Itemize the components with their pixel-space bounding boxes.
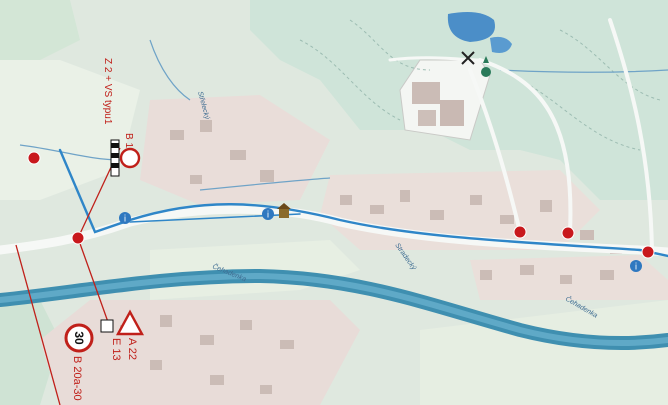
forest-area-southwest bbox=[0, 300, 60, 405]
red-marker bbox=[641, 245, 655, 259]
mill-building-2 bbox=[440, 100, 464, 126]
svg-text:i: i bbox=[635, 263, 638, 273]
info-icon[interactable]: i bbox=[262, 208, 274, 221]
info-icon[interactable]: i bbox=[119, 212, 131, 225]
streams bbox=[19, 39, 668, 191]
info-icon[interactable]: i bbox=[630, 260, 642, 273]
barrier-stripes bbox=[111, 143, 119, 168]
sign-b1: B 1 Z 2 + VS typu1 bbox=[102, 58, 141, 177]
warning-sign-icon bbox=[115, 309, 145, 336]
sign-b20a: 30 B 20a-30 bbox=[64, 323, 94, 401]
builtup-area-south bbox=[40, 300, 360, 405]
pond-small bbox=[490, 36, 512, 53]
red-marker bbox=[27, 151, 41, 165]
pond-north bbox=[447, 12, 495, 42]
sign-b1-note: Z 2 + VS typu1 bbox=[102, 58, 113, 125]
red-markers[interactable] bbox=[27, 151, 655, 259]
sign-a22-code: A 22 bbox=[126, 338, 138, 360]
forest-area-northwest bbox=[0, 0, 80, 60]
sign-b20a-speed: 30 bbox=[72, 331, 86, 345]
river-highlight bbox=[0, 272, 668, 346]
svg-text:i: i bbox=[267, 211, 270, 221]
mill-building-3 bbox=[418, 110, 436, 126]
red-marker bbox=[71, 231, 85, 245]
red-marker bbox=[561, 226, 575, 240]
mill-icon bbox=[461, 51, 475, 65]
svg-text:i: i bbox=[124, 215, 127, 225]
info-icons[interactable]: i i i bbox=[119, 208, 642, 273]
sign-b20a-code: B 20a-30 bbox=[71, 356, 83, 401]
monument-icon bbox=[481, 56, 491, 77]
red-marker bbox=[513, 225, 527, 239]
forest-paths bbox=[299, 19, 661, 151]
prohibition-sign-icon bbox=[119, 147, 141, 169]
shrine-icon bbox=[277, 203, 291, 218]
sign-a22-note: E 13 bbox=[110, 338, 122, 361]
supplementary-plate-icon bbox=[100, 319, 114, 333]
speed-limit-sign-icon bbox=[64, 323, 94, 353]
meadow-west bbox=[0, 60, 140, 200]
sign-a22: A 22 E 13 bbox=[100, 309, 145, 361]
sign-b1-code: B 1 bbox=[123, 133, 134, 148]
mill-building-1 bbox=[412, 82, 440, 104]
